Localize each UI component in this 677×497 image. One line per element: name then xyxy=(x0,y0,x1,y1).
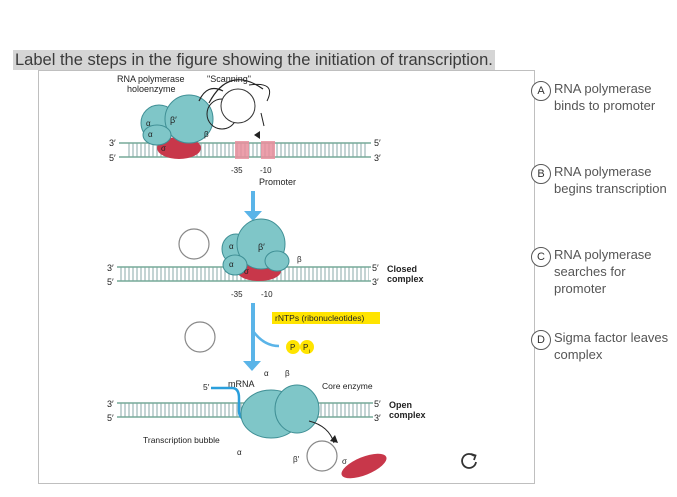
core-enzyme-label: Core enzyme xyxy=(322,381,373,391)
core-enzyme xyxy=(240,384,320,439)
promoter-label: Promoter xyxy=(259,177,296,187)
ntps-highlight xyxy=(272,312,380,324)
alpha-label: α xyxy=(237,448,242,457)
position-label: -10 xyxy=(260,166,272,175)
beta-label: β xyxy=(297,255,302,264)
figure-diagram: RNA polymerase holoenzyme "Scanning" 3′ … xyxy=(107,74,426,479)
phosphate-subscript: i xyxy=(309,349,310,355)
alpha-label: α xyxy=(229,260,234,269)
label-drop-target-1[interactable] xyxy=(178,228,210,260)
sigma-label: σ xyxy=(342,457,347,466)
phosphate-circle xyxy=(300,340,314,354)
beta-label: β xyxy=(285,369,290,378)
option-letter-a: A xyxy=(531,81,551,101)
end-label: 5′ xyxy=(372,263,379,273)
end-label: 3′ xyxy=(107,399,114,409)
reset-icon[interactable] xyxy=(458,450,480,472)
closed-label: Closed xyxy=(387,264,417,274)
label-holoenzyme: holoenzyme xyxy=(127,84,176,94)
alpha-label: α xyxy=(264,369,269,378)
end-label: 3′ xyxy=(374,153,381,163)
option-letter-c: C xyxy=(531,247,551,267)
open-label: Open xyxy=(389,400,412,410)
sigma-label: σ xyxy=(161,144,166,153)
label-scanning: "Scanning" xyxy=(207,74,251,84)
step-arrow-1 xyxy=(244,191,262,221)
end-label: 3′ xyxy=(374,413,381,423)
beta-prime-label: β′ xyxy=(258,242,265,252)
position-label: -10 xyxy=(261,290,273,299)
option-text-b: RNA polymerase begins transcription xyxy=(554,164,667,196)
complex-label: complex xyxy=(389,410,426,420)
position-label: -35 xyxy=(231,290,243,299)
sigma-label: σ xyxy=(244,267,249,276)
end-label: 3′ xyxy=(372,277,379,287)
bubble-label: Transcription bubble xyxy=(143,435,220,445)
end-label: 5′ xyxy=(107,277,114,287)
phosphate-label: P xyxy=(290,343,295,352)
question-title: Label the steps in the figure showing th… xyxy=(13,50,495,70)
phosphate-label: P xyxy=(303,343,308,352)
mrna-label: mRNA xyxy=(228,379,255,389)
end-label: 5′ xyxy=(374,399,381,409)
label-drop-target-3[interactable] xyxy=(306,440,338,472)
option-text-c: RNA polymerase searches for promoter xyxy=(554,247,652,296)
rnap-holoenzyme-middle xyxy=(221,218,290,281)
sigma-leaving xyxy=(308,420,387,479)
ntps-label: rNTPs (ribonucleotides) xyxy=(275,313,364,323)
alpha-label: α xyxy=(146,119,151,128)
ghost-enzyme xyxy=(220,88,256,124)
option-text-a: RNA polymerase binds to promoter xyxy=(554,81,656,113)
option-letter-d: D xyxy=(531,330,551,350)
phosphate-circle xyxy=(286,340,300,354)
rnap-holoenzyme-top xyxy=(140,94,214,159)
beta-label: β xyxy=(204,130,209,139)
alpha-label: α xyxy=(229,242,234,251)
end-label: 3′ xyxy=(107,263,114,273)
beta-prime-label: β′ xyxy=(293,455,300,464)
label-drop-target-2[interactable] xyxy=(184,321,216,353)
alpha-label: α xyxy=(148,130,153,139)
end-label: 5′ xyxy=(109,153,116,163)
option-letter-b: B xyxy=(531,164,551,184)
end-label: 5′ xyxy=(107,413,114,423)
end-label: 3′ xyxy=(109,138,116,148)
step-arrow-2 xyxy=(243,303,280,371)
mrna-5-label: 5′ xyxy=(203,382,210,392)
beta-prime-label: β′ xyxy=(170,115,177,125)
transcription-figure: RNA polymerase holoenzyme "Scanning" 3′ … xyxy=(38,70,535,484)
option-text-d: Sigma factor leaves complex xyxy=(554,330,669,362)
label-rnap: RNA polymerase xyxy=(117,74,185,84)
position-label: -35 xyxy=(231,166,243,175)
complex-label: complex xyxy=(387,274,424,284)
end-label: 5′ xyxy=(374,138,381,148)
